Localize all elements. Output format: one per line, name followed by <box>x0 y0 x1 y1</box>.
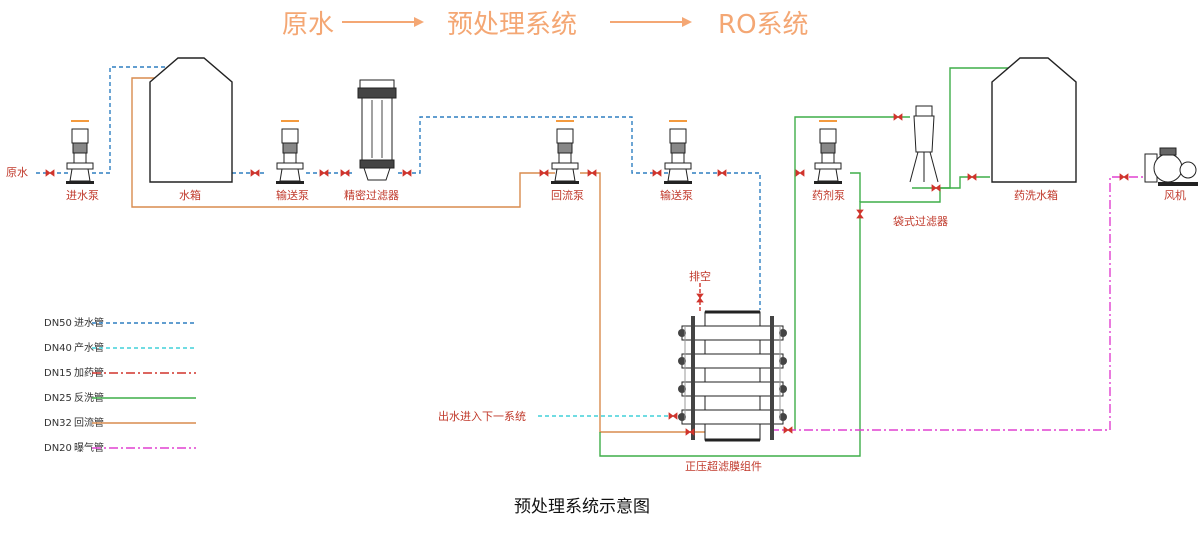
uf-membrane-tube <box>681 409 784 425</box>
legend-code: DN50 <box>44 318 72 329</box>
label-return-pump: 回流泵 <box>551 188 584 202</box>
banner-ro: RO系统 <box>718 10 809 40</box>
uf-tube-endcap <box>779 385 787 393</box>
legend-code: DN40 <box>44 343 72 354</box>
inlet-pump <box>65 120 95 185</box>
uf-tube-endcap <box>779 413 787 421</box>
return-pump <box>550 120 580 185</box>
label-vent: 排空 <box>689 269 711 283</box>
uf-tube-endcap <box>678 357 686 365</box>
label-feed-pump-2: 输送泵 <box>660 188 693 202</box>
legend-code: DN25 <box>44 393 72 404</box>
legend-code: DN15 <box>44 368 72 379</box>
legend-note: 反洗管 <box>74 391 104 404</box>
label-precision-filter: 精密过滤器 <box>344 188 399 202</box>
blower <box>1144 147 1198 186</box>
feed-pump-2 <box>663 120 693 185</box>
water-tank <box>149 57 233 183</box>
legend-note: 进水管 <box>74 316 104 329</box>
dosing-pump <box>813 120 843 185</box>
pipe-return <box>131 77 555 208</box>
uf-tube-endcap <box>678 413 686 421</box>
label-outlet-next: 出水进入下一系统 <box>438 409 526 423</box>
legend-note: 曝气管 <box>74 441 104 454</box>
legend-note: 回流管 <box>74 416 104 429</box>
legend-note: 加药管 <box>74 366 104 379</box>
feed-pump-1 <box>275 120 305 185</box>
diagram-caption: 预处理系统示意图 <box>514 497 650 517</box>
bag-filter <box>909 105 939 183</box>
legend-note: 产水管 <box>74 341 104 354</box>
banner-pretreatment: 预处理系统 <box>447 10 577 40</box>
uf-tube-endcap <box>678 385 686 393</box>
uf-membrane-module <box>678 310 787 442</box>
label-feed-pump-1: 输送泵 <box>276 188 309 202</box>
label-blower: 风机 <box>1164 188 1186 202</box>
uf-membrane-tube <box>681 325 784 341</box>
legend-code: DN20 <box>44 443 72 454</box>
precision-filter <box>357 79 397 181</box>
label-raw-water: 原水 <box>6 166 28 179</box>
uf-tube-endcap <box>779 357 787 365</box>
uf-membrane-tube <box>681 353 784 369</box>
label-chem-wash-tank: 药洗水箱 <box>1014 188 1058 202</box>
uf-tube-endcap <box>678 329 686 337</box>
label-inlet-pump: 进水泵 <box>66 189 99 202</box>
banner-source: 原水 <box>282 10 334 40</box>
label-dosing-pump: 药剂泵 <box>812 188 845 202</box>
chem-wash-tank <box>991 57 1077 183</box>
legend-code: DN32 <box>44 418 72 429</box>
label-bag-filter: 袋式过滤器 <box>893 214 948 228</box>
pipe-aeration <box>770 176 1145 431</box>
uf-membrane-tube <box>681 381 784 397</box>
uf-tube-endcap <box>779 329 787 337</box>
label-uf-module: 正压超滤膜组件 <box>685 459 762 473</box>
pipe-backwash <box>599 67 1010 457</box>
label-water-tank: 水箱 <box>179 188 201 202</box>
